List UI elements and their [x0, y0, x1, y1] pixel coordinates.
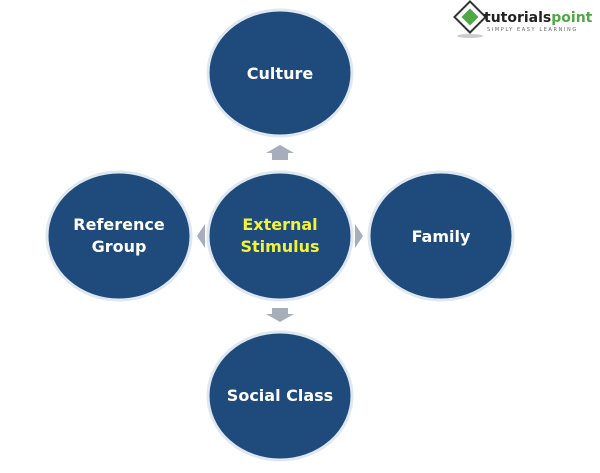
node-culture: Culture: [206, 8, 354, 138]
node-external-stimulus: External Stimulus: [206, 170, 354, 302]
arrow-down-icon: [266, 308, 294, 322]
logo: tutorialspoint SIMPLY EASY LEARNING: [453, 0, 593, 38]
arrow-left-icon: [197, 224, 205, 248]
svg-text:Reference: Reference: [73, 215, 165, 234]
node-family: Family: [367, 170, 515, 302]
arrow-right-icon: [355, 224, 363, 248]
svg-text:Social Class: Social Class: [227, 386, 333, 405]
svg-text:Stimulus: Stimulus: [240, 237, 319, 256]
arrow-up-icon: [266, 145, 294, 160]
svg-text:External: External: [242, 215, 317, 234]
svg-text:SIMPLY EASY LEARNING: SIMPLY EASY LEARNING: [487, 27, 578, 33]
node-social-class: Social Class: [206, 330, 354, 462]
svg-text:Culture: Culture: [247, 64, 314, 83]
node-reference-group: Reference Group: [45, 170, 193, 302]
svg-text:tutorialspoint: tutorialspoint: [484, 10, 593, 26]
svg-text:Group: Group: [92, 237, 147, 256]
svg-text:Family: Family: [412, 227, 471, 246]
